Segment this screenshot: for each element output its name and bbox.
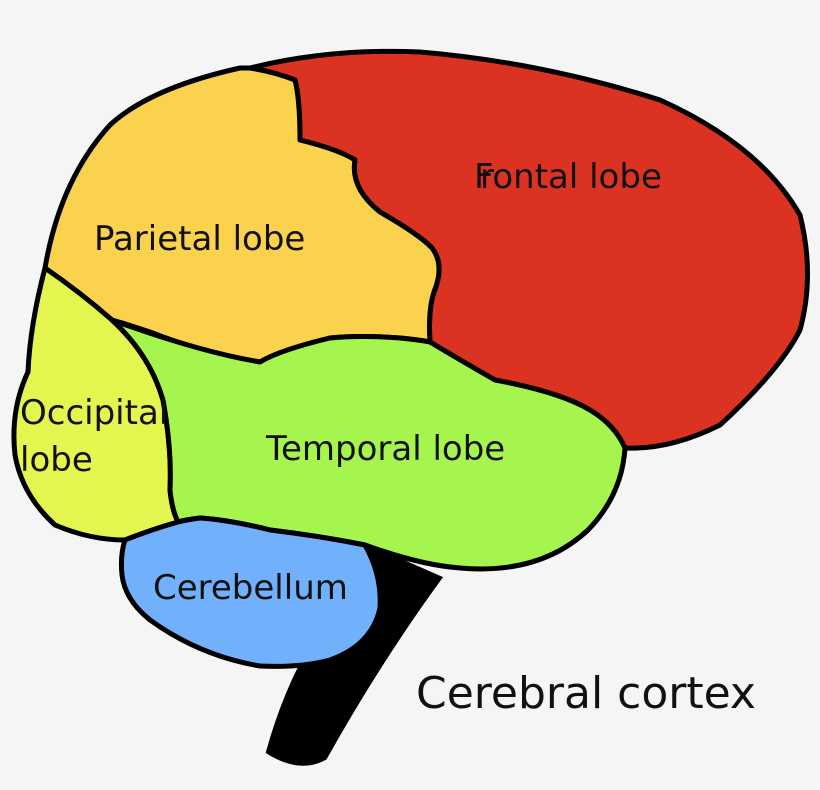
cerebral-cortex-label: Cerebral cortex — [416, 668, 756, 719]
frontal-lobe-label: Fontal lobe — [474, 157, 662, 197]
occipital-lobe-label-line1: Occipital — [20, 393, 168, 433]
parietal-lobe-label: Parietal lobe — [94, 219, 305, 259]
cerebellum-label: Cerebellum — [153, 568, 348, 608]
cerebellum-region — [118, 515, 383, 669]
temporal-lobe-label: Temporal lobe — [265, 429, 505, 469]
occipital-lobe-label-line2: lobe — [20, 440, 93, 480]
frontal-lobe-label-overlap: r — [480, 157, 494, 197]
temporal-lobe-region — [109, 317, 628, 572]
